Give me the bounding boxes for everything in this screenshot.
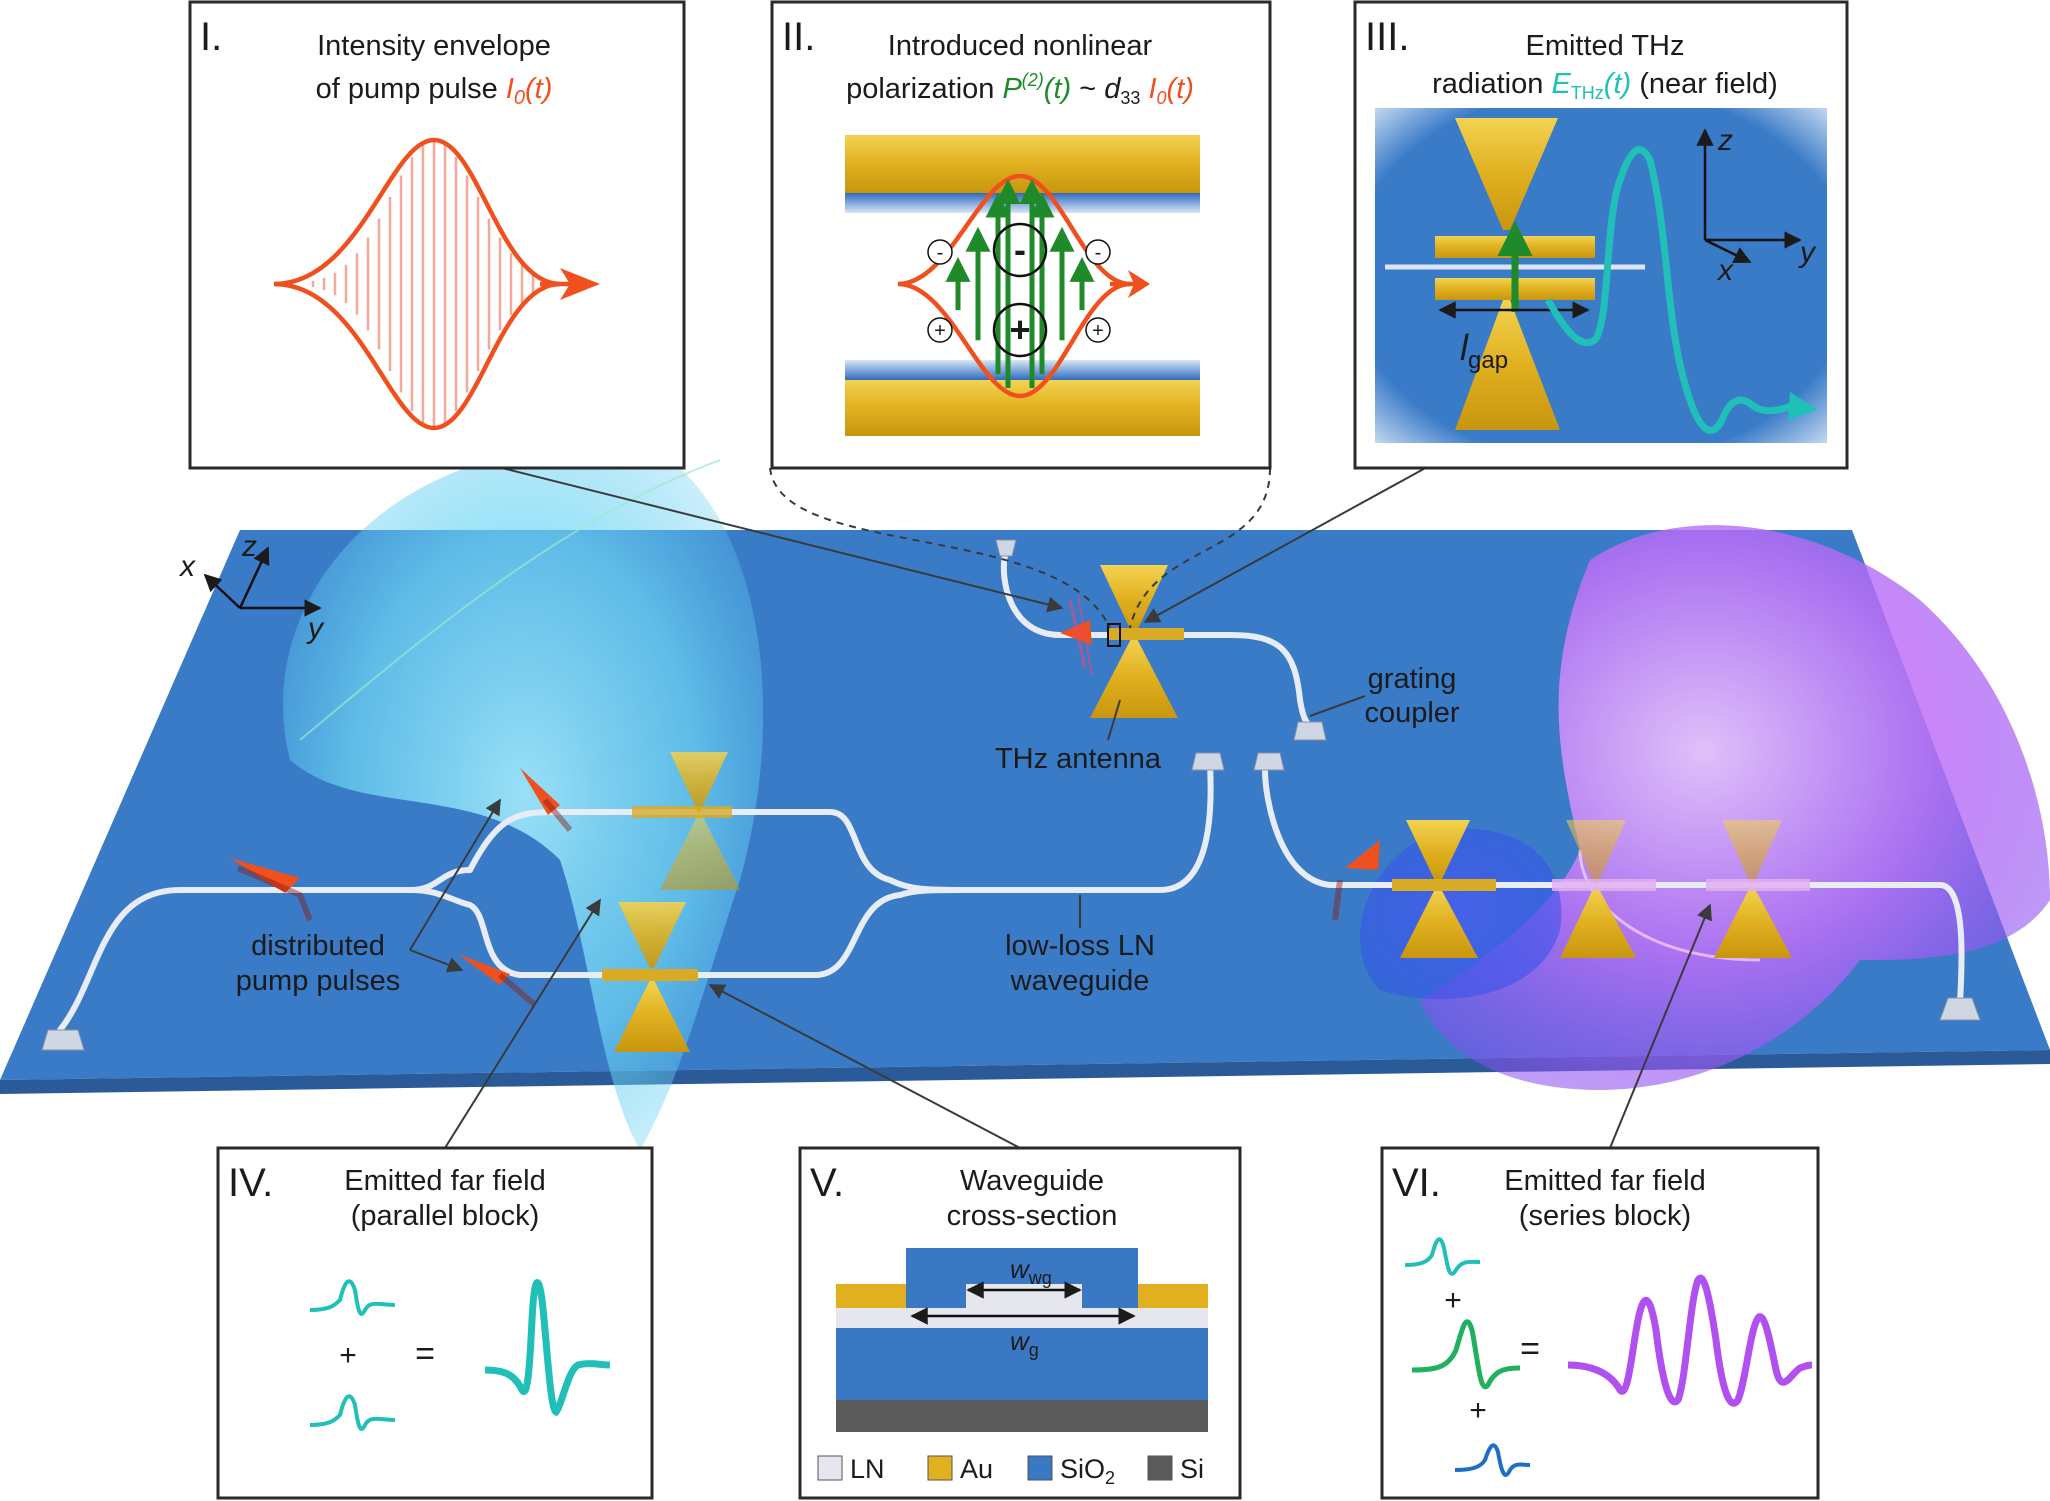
panel-iii-axis-z: z	[1717, 124, 1733, 157]
legend-swatch-ln	[817, 1455, 843, 1481]
panel-iv-plus: +	[339, 1339, 357, 1372]
legend-label-si: Si	[1180, 1454, 1204, 1484]
panel-iii-near-field: III. Emitted THz radiation ETHz(t) (near…	[1353, 0, 1849, 470]
label-grating-line1: grating	[1368, 663, 1457, 695]
legend-label-au: Au	[960, 1454, 993, 1484]
legend-swatch-au	[927, 1455, 953, 1481]
panel-vi-number: VI.	[1392, 1161, 1441, 1205]
cs-w-wg-label: wwg	[1010, 1254, 1052, 1288]
pump-envelope-lower	[273, 281, 561, 431]
panel-iv-number: IV.	[228, 1161, 273, 1205]
charge-minus-small-left: -	[937, 242, 944, 264]
thz-antennas	[602, 565, 1810, 1052]
label-distributed-line1: distributed	[251, 930, 385, 962]
thz-arrow-head	[1788, 392, 1818, 420]
panel-ii-polarization: II. Introduced nonlinear polarization P(…	[770, 0, 1272, 470]
cs-sio2-bottom	[836, 1328, 1208, 1400]
panel-v-cross-section: V. Waveguide cross-section wwg wg LN Au Si…	[798, 1146, 1242, 1500]
parallel-input-pulse-2	[309, 1394, 396, 1431]
panel-iii-title-line2: radiation ETHz(t) (near field)	[1432, 68, 1778, 103]
chip-labels: distributed pump pulses low-loss LN wave…	[236, 663, 1460, 997]
charge-minus-small-right: -	[1095, 242, 1102, 264]
chip-axis-y-label: y	[306, 612, 325, 645]
legend-swatch-sio	[1027, 1455, 1053, 1481]
series-input-pulse-2	[1411, 1319, 1521, 1390]
panel-vi-plus-1: +	[1444, 1284, 1462, 1317]
chip-axes: x z y	[178, 530, 325, 645]
panel-iii-title-line1: Emitted THz	[1525, 30, 1684, 62]
cross-section-legend: LN Au SiO2 Si	[817, 1454, 1204, 1488]
panel-vi-plus-2: +	[1469, 1394, 1487, 1427]
electrode-bottom-blue	[845, 360, 1200, 380]
parallel-output-pulse	[484, 1279, 611, 1417]
charge-minus-large	[992, 222, 1048, 278]
panel-vi-equals: =	[1520, 1330, 1540, 1368]
panel-ii-title-line2: polarization P(2)(t) ~ d33 I0(t)	[846, 70, 1194, 108]
series-input-pulse-1	[1404, 1237, 1481, 1276]
gap-label: lgap	[1460, 327, 1508, 374]
charge-plus-small-left: +	[934, 320, 946, 342]
panel-iv-title-line1: Emitted far field	[344, 1165, 545, 1197]
cs-au-left	[836, 1284, 906, 1308]
leader-lines	[409, 459, 1712, 1149]
antenna-arm-bottom	[1455, 300, 1560, 430]
label-thz-antenna: THz antenna	[995, 743, 1162, 775]
cs-ln-ridge	[966, 1284, 1082, 1308]
cs-au-right	[1138, 1284, 1208, 1308]
panel-vi-title-line1: Emitted far field	[1504, 1165, 1705, 1197]
label-waveguide-line2: waveguide	[1010, 965, 1150, 997]
thz-near-field-waveform	[1544, 146, 1797, 434]
near-field-background	[1375, 108, 1827, 443]
panel-iv-equals: =	[415, 1335, 435, 1373]
chip-axis-z-label: z	[241, 530, 257, 563]
cs-ln-slab	[836, 1308, 1208, 1328]
pump-pulses-on-chip	[230, 594, 1380, 1008]
legend-label-sio: SiO2	[1060, 1454, 1115, 1488]
panel-iii-number: III.	[1365, 15, 1409, 59]
parallel-input-pulse-1	[309, 1279, 396, 1316]
panel-iii-axis-x: x	[1716, 254, 1734, 287]
panel-ii-number: II.	[782, 15, 815, 59]
polarization-arrow-head	[1128, 270, 1150, 298]
panel-iii-axis-y: y	[1798, 236, 1817, 269]
panel-iv-parallel-far-field: IV. Emitted far field (parallel block) +…	[216, 1146, 654, 1500]
legend-label-ln: LN	[850, 1454, 885, 1484]
label-distributed-line2: pump pulses	[236, 965, 400, 997]
panel-i-number: I.	[200, 15, 222, 59]
label-grating-line2: coupler	[1364, 697, 1459, 729]
charge-plus-small-right: +	[1092, 320, 1104, 342]
cs-w-g-label: wg	[1010, 1326, 1039, 1360]
pump-carrier-wave	[311, 140, 557, 428]
panel-vi-title-line2: (series block)	[1519, 1200, 1691, 1232]
pump-envelope-upper	[273, 137, 561, 287]
label-waveguide-line1: low-loss LN	[1005, 930, 1155, 962]
chip-axis-x-label: x	[178, 550, 196, 583]
panel-iv-title-line2: (parallel block)	[351, 1200, 540, 1232]
panel-ii-title-line1: Introduced nonlinear	[888, 30, 1153, 62]
panel-v-title-line2: cross-section	[947, 1200, 1118, 1232]
grating-couplers	[41, 539, 1981, 1051]
antenna-arm-top	[1455, 118, 1558, 230]
panel-i-pump-envelope: I. Intensity envelope of pump pulse I0(t…	[188, 0, 686, 470]
pump-arrow-head	[560, 268, 600, 300]
series-output-pulse	[1567, 1274, 1813, 1407]
charge-plus-large	[992, 302, 1048, 358]
panel-i-title-line1: Intensity envelope	[317, 30, 551, 62]
panel-v-number: V.	[810, 1161, 844, 1205]
charge-plus-large-sign: +	[1009, 309, 1030, 350]
legend-swatch-si	[1147, 1455, 1173, 1481]
polarization-envelope-lower	[897, 281, 1131, 399]
cs-sio2-cladding	[906, 1248, 1138, 1308]
charge-minus-large-sign: -	[1014, 229, 1026, 270]
electrode-top-gold	[845, 135, 1200, 193]
electrode-top-blue	[845, 193, 1200, 213]
cs-si-substrate	[836, 1400, 1208, 1432]
series-input-pulse-3	[1454, 1443, 1531, 1477]
panel-vi-series-far-field: VI. Emitted far field (series block) + +…	[1380, 1146, 1820, 1500]
panel-v-title-line1: Waveguide	[960, 1165, 1104, 1197]
panel-i-title-line2: of pump pulse I0(t)	[316, 73, 553, 109]
electrode-bottom-gold	[845, 380, 1200, 436]
